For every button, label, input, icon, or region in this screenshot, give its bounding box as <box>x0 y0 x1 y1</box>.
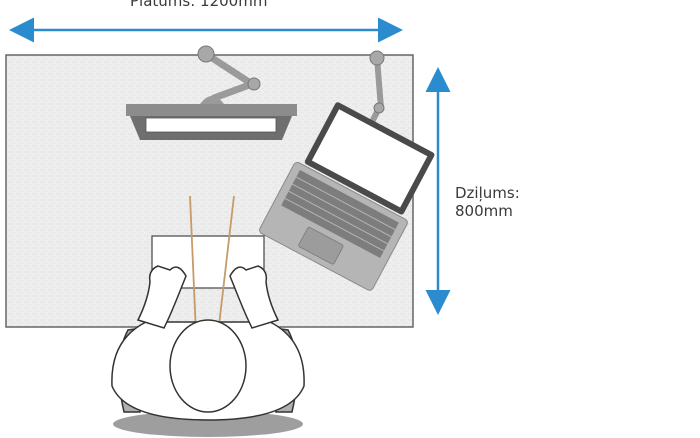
monitor-arm-icon <box>197 45 261 104</box>
width-dimension-label: Platums: 1200mm <box>130 0 268 10</box>
depth-dimension-label: Dziļums: 800mm <box>455 184 520 220</box>
gaze-line-left <box>189 195 197 335</box>
depth-label-line2: 800mm <box>455 202 513 220</box>
depth-label-line1: Dziļums: <box>455 184 520 202</box>
person-top-view-icon <box>111 265 305 437</box>
gaze-line-right <box>217 195 235 335</box>
laptop-icon <box>259 102 435 291</box>
monitor-icon <box>126 104 297 140</box>
